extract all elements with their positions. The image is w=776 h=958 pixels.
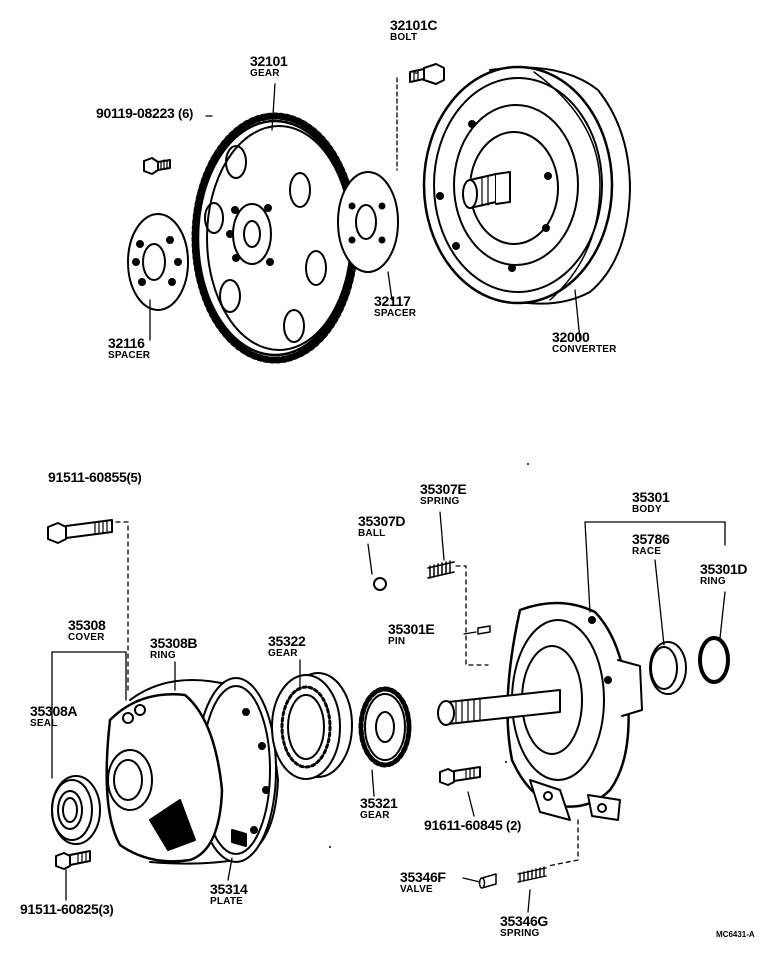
- callout-32000: 32000 CONVERTER: [552, 330, 617, 355]
- bolt-91611-drawing: [439, 766, 481, 786]
- spring-35307E-drawing: [427, 560, 455, 579]
- callout-35308A: 35308A SEAL: [30, 703, 78, 729]
- callout-35322: 35322 GEAR: [268, 633, 306, 659]
- callout-35346G: 35346G SPRING: [500, 914, 548, 939]
- part-number: 32101C: [390, 17, 438, 33]
- callout-35301D: 35301D RING: [700, 561, 748, 587]
- callout-35301: 35301 BODY: [632, 489, 670, 515]
- callout-91511-60855: 91511-60855(5): [48, 469, 142, 485]
- callout-35308: 35308 COVER: [68, 617, 106, 643]
- callout-35307E: 35307E SPRING: [420, 481, 467, 507]
- diagram-code: MC6431-A: [716, 930, 755, 939]
- part-number: 91611-60845 (2): [424, 817, 522, 833]
- part-number: 35307D: [358, 513, 406, 529]
- part-name: RING: [150, 650, 176, 661]
- valve-35346F-drawing: [478, 873, 497, 889]
- part-name: RACE: [632, 546, 662, 557]
- spacer-32116-drawing: [127, 213, 189, 311]
- race-35786-drawing: [649, 641, 687, 695]
- spring-35346G-drawing: [517, 866, 547, 883]
- callout-90119-08223: 90119-08223 (6): [96, 106, 193, 120]
- callout-35301E: 35301E PIN: [388, 621, 435, 647]
- callout-91611-60845: 91611-60845 (2): [424, 818, 521, 832]
- pump-cover-35308-drawing: [105, 677, 279, 865]
- bolt-90119-drawing: [143, 157, 171, 175]
- spring-valve-leader: [547, 819, 579, 867]
- pin-35301E-drawing: [477, 625, 491, 635]
- part-name: PLATE: [210, 896, 244, 907]
- part-name: BOLT: [390, 32, 418, 43]
- part-number: 32117: [374, 293, 411, 309]
- torque-converter-32000-drawing: [422, 65, 631, 305]
- part-name: BODY: [632, 504, 662, 515]
- part-number: 35301E: [388, 621, 435, 637]
- part-name: CONVERTER: [552, 344, 617, 355]
- part-number: 35308B: [150, 635, 198, 651]
- part-number: 91511-60855(5): [48, 469, 142, 485]
- part-name: SPRING: [500, 928, 540, 939]
- part-name: GEAR: [360, 810, 390, 821]
- seal-35308A-drawing: [51, 775, 101, 845]
- part-name: RING: [700, 576, 726, 587]
- bolt-91511-60825-drawing: [55, 850, 91, 870]
- part-name: SPACER: [374, 308, 417, 319]
- bottom-leader-lines: [51, 511, 726, 913]
- part-name: GEAR: [268, 648, 298, 659]
- callout-91511-60825: 91511-60825(3): [20, 901, 114, 917]
- bolt-32101C-drawing: [409, 63, 445, 85]
- part-name: SPACER: [108, 350, 151, 361]
- top-leader-lines: [149, 72, 581, 341]
- part-name: SEAL: [30, 718, 58, 729]
- ring-35301D-drawing: [698, 636, 730, 684]
- bolt-91511-60855-drawing: [47, 519, 113, 544]
- part-number: 35786: [632, 531, 670, 547]
- callout-35314: 35314 PLATE: [210, 881, 248, 907]
- stator-shaft-drawing: [437, 689, 561, 726]
- callout-35786: 35786 RACE: [632, 531, 670, 557]
- drive-gear-35321-drawing: [358, 686, 412, 768]
- ring-gear-32101-drawing: [191, 112, 359, 364]
- part-number: 35321: [360, 795, 398, 811]
- callout-32101C: 32101C BOLT: [390, 17, 438, 43]
- part-name: BALL: [358, 528, 386, 539]
- part-name: VALVE: [400, 884, 433, 895]
- part-number: 35301: [632, 489, 670, 505]
- callout-35346F: 35346F VALVE: [400, 870, 446, 895]
- part-number: 35346G: [500, 913, 549, 929]
- part-number: 32000: [552, 329, 590, 345]
- spring-path-leader: [455, 565, 489, 666]
- driven-gear-35322-drawing: [271, 672, 353, 780]
- part-number: 35308A: [30, 703, 78, 719]
- callout-35321: 35321 GEAR: [360, 795, 398, 821]
- part-number: 35322: [268, 633, 306, 649]
- part-name: GEAR: [250, 68, 280, 79]
- part-number: 35346F: [400, 869, 446, 885]
- ball-35307D-drawing: [373, 577, 387, 591]
- part-number: 32116: [108, 335, 145, 351]
- part-name: SPRING: [420, 496, 460, 507]
- callout-35307D: 35307D BALL: [358, 513, 406, 539]
- part-number: 35307E: [420, 481, 467, 497]
- callout-32117: 32117 SPACER: [374, 294, 416, 319]
- part-name: PIN: [388, 636, 406, 647]
- part-number: 35308: [68, 617, 106, 633]
- part-number: 32101: [250, 53, 288, 69]
- spacer-32117-drawing: [337, 171, 399, 273]
- part-number: 35314: [210, 881, 248, 897]
- callout-32101: 32101 GEAR: [250, 53, 288, 79]
- part-number: 35301D: [700, 561, 748, 577]
- bolt-path-leader: [115, 521, 129, 691]
- part-number: 91511-60825(3): [20, 901, 114, 917]
- callout-35308B: 35308B RING: [150, 635, 198, 661]
- part-name: COVER: [68, 632, 105, 643]
- part-number: 90119-08223 (6): [96, 105, 194, 121]
- callout-32116: 32116 SPACER: [108, 336, 150, 361]
